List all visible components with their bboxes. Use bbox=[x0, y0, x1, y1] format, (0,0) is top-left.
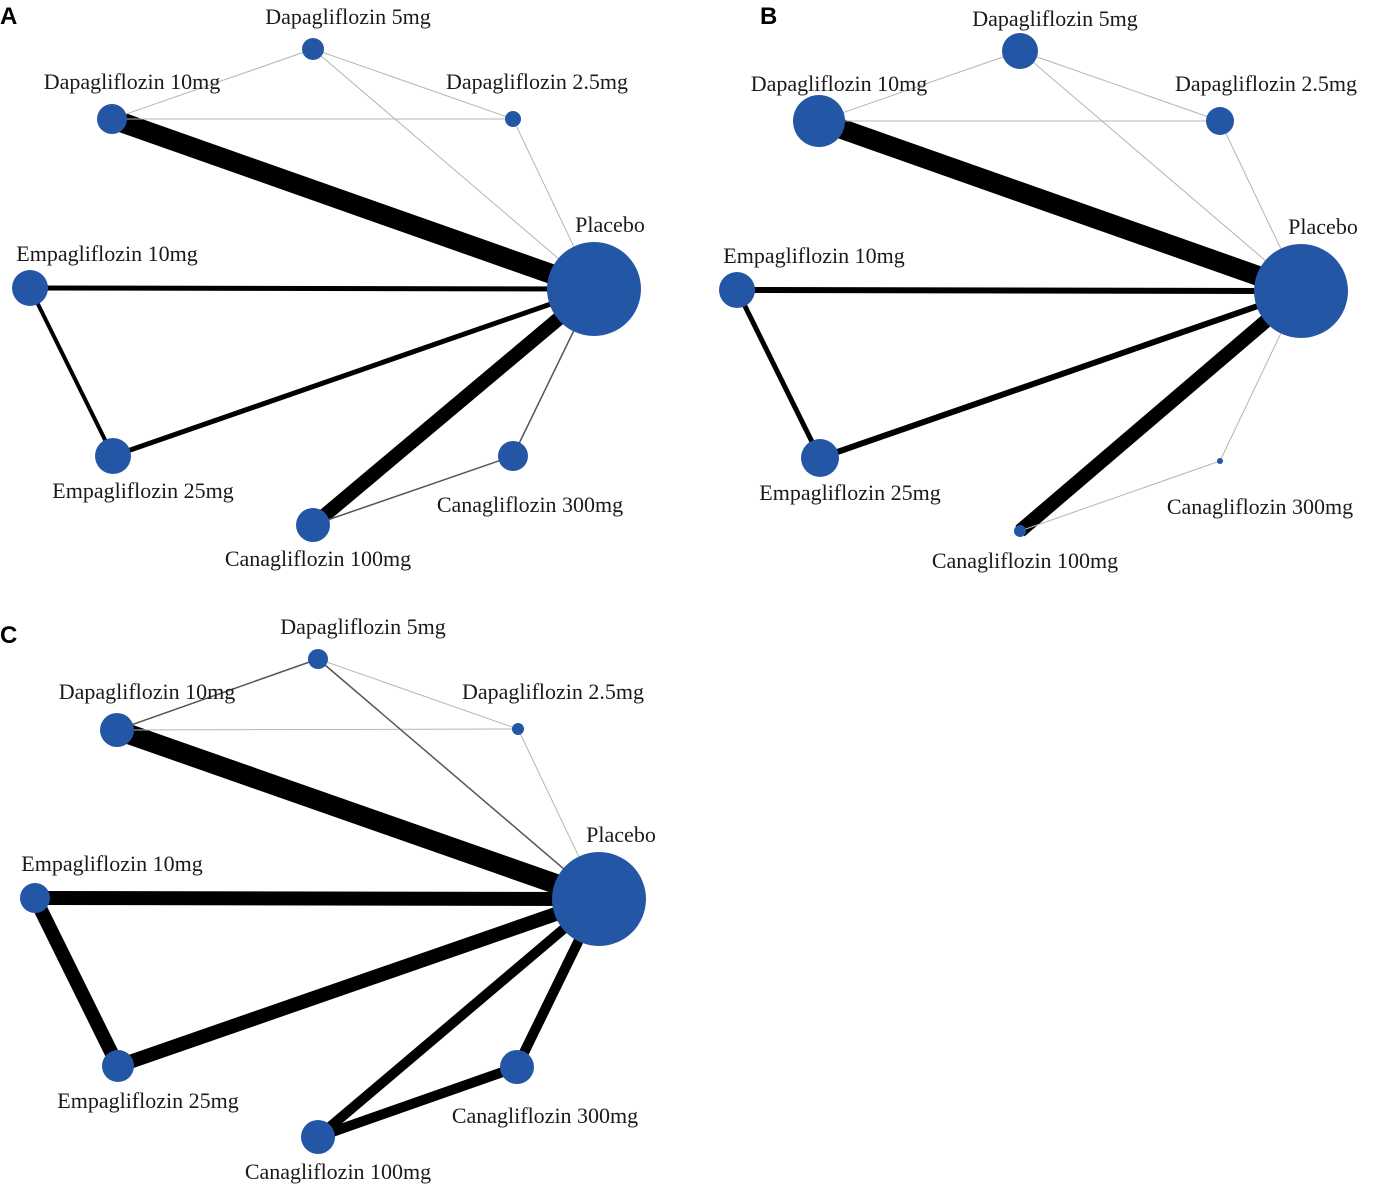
node-label-dapa5: Dapagliflozin 5mg bbox=[265, 4, 431, 29]
edge-cana100-pla bbox=[314, 895, 603, 1141]
node-label-dapa5: Dapagliflozin 5mg bbox=[280, 614, 446, 639]
nodes bbox=[20, 649, 646, 1154]
node-label-dapa10: Dapagliflozin 10mg bbox=[44, 69, 221, 94]
node-dapa10 bbox=[793, 95, 845, 147]
edge-dapa5-pla bbox=[317, 658, 600, 900]
edge-dapa10-dapa5 bbox=[116, 658, 319, 731]
edge-dapa10-dapa5 bbox=[818, 50, 1021, 122]
edge-empa10-pla bbox=[29, 285, 595, 292]
node-empa25 bbox=[801, 439, 839, 477]
node-cana300 bbox=[498, 441, 528, 471]
edge-dapa10-pla bbox=[108, 109, 598, 299]
node-label-dapa25: Dapagliflozin 2.5mg bbox=[1175, 71, 1357, 96]
node-cana100 bbox=[301, 1120, 335, 1154]
node-label-cana100: Canagliflozin 100mg bbox=[225, 546, 411, 571]
node-dapa25 bbox=[505, 111, 521, 127]
node-empa10 bbox=[719, 272, 755, 308]
node-dapa10 bbox=[97, 104, 127, 134]
edge-empa10-empa25 bbox=[28, 287, 115, 457]
node-pla bbox=[552, 852, 646, 946]
node-dapa5 bbox=[302, 38, 324, 60]
panel-letter: C bbox=[0, 622, 17, 649]
node-label-pla: Placebo bbox=[575, 212, 645, 237]
node-cana100 bbox=[1014, 525, 1026, 537]
edges bbox=[28, 48, 599, 531]
edge-empa10-empa25 bbox=[28, 894, 125, 1070]
edge-dapa10-dapa5 bbox=[111, 48, 314, 120]
node-label-dapa10: Dapagliflozin 10mg bbox=[59, 679, 236, 704]
edge-dapa5-dapa25 bbox=[312, 48, 514, 120]
node-empa10 bbox=[12, 270, 48, 306]
edge-empa25-pla bbox=[819, 288, 1302, 461]
node-label-cana100: Canagliflozin 100mg bbox=[245, 1159, 431, 1184]
node-empa10 bbox=[20, 883, 50, 913]
edge-dapa10-pla bbox=[113, 720, 603, 909]
edges bbox=[734, 50, 1306, 537]
node-label-pla: Placebo bbox=[586, 822, 656, 847]
nodes bbox=[12, 38, 641, 542]
node-cana300 bbox=[500, 1050, 534, 1084]
node-label-empa25: Empagliflozin 25mg bbox=[759, 480, 940, 505]
edge-dapa5-pla bbox=[312, 48, 595, 290]
edges bbox=[28, 658, 604, 1142]
edge-empa10-empa25 bbox=[734, 288, 823, 460]
node-empa25 bbox=[102, 1050, 134, 1082]
edge-empa10-pla bbox=[34, 891, 600, 906]
node-label-empa25: Empagliflozin 25mg bbox=[52, 478, 233, 503]
node-label-empa10: Empagliflozin 10mg bbox=[16, 241, 197, 266]
edge-dapa5-dapa25 bbox=[1019, 50, 1221, 122]
node-label-cana300: Canagliflozin 300mg bbox=[437, 492, 623, 517]
node-label-cana100: Canagliflozin 100mg bbox=[932, 548, 1118, 573]
node-label-pla: Placebo bbox=[1288, 214, 1358, 239]
edge-cana100-cana300 bbox=[1019, 460, 1221, 532]
node-dapa25 bbox=[1206, 107, 1234, 135]
node-label-empa10: Empagliflozin 10mg bbox=[723, 243, 904, 268]
node-cana100 bbox=[296, 508, 330, 542]
node-label-dapa5: Dapagliflozin 5mg bbox=[972, 6, 1138, 31]
node-dapa5 bbox=[308, 649, 328, 669]
nodes bbox=[719, 33, 1348, 537]
node-label-dapa25: Dapagliflozin 2.5mg bbox=[446, 69, 628, 94]
node-pla bbox=[1254, 244, 1348, 338]
node-dapa25 bbox=[512, 723, 524, 735]
edge-dapa10-pla bbox=[815, 111, 1305, 301]
edge-empa10-pla bbox=[736, 287, 1302, 294]
edge-dapa10-dapa25 bbox=[116, 728, 519, 731]
edge-cana100-cana300 bbox=[312, 455, 514, 526]
node-cana300 bbox=[1217, 458, 1223, 464]
node-label-cana300: Canagliflozin 300mg bbox=[1167, 494, 1353, 519]
node-label-cana300: Canagliflozin 300mg bbox=[452, 1103, 638, 1128]
node-label-dapa10: Dapagliflozin 10mg bbox=[751, 71, 928, 96]
node-dapa10 bbox=[100, 713, 134, 747]
edge-cana100-pla bbox=[308, 283, 599, 531]
node-dapa5 bbox=[1002, 33, 1038, 69]
node-label-empa10: Empagliflozin 10mg bbox=[21, 851, 202, 876]
node-empa25 bbox=[95, 438, 131, 474]
node-label-dapa25: Dapagliflozin 2.5mg bbox=[462, 679, 644, 704]
node-label-empa25: Empagliflozin 25mg bbox=[57, 1088, 238, 1113]
edge-dapa5-dapa25 bbox=[317, 658, 519, 730]
edge-cana100-cana300 bbox=[316, 1062, 519, 1142]
edge-empa25-pla bbox=[115, 892, 602, 1073]
edge-dapa5-pla bbox=[1019, 50, 1302, 292]
edge-cana100-pla bbox=[1015, 285, 1306, 537]
panel-letter: A bbox=[0, 3, 17, 30]
node-pla bbox=[547, 242, 641, 336]
panel-letter: B bbox=[760, 3, 777, 30]
edge-empa25-pla bbox=[112, 286, 595, 459]
